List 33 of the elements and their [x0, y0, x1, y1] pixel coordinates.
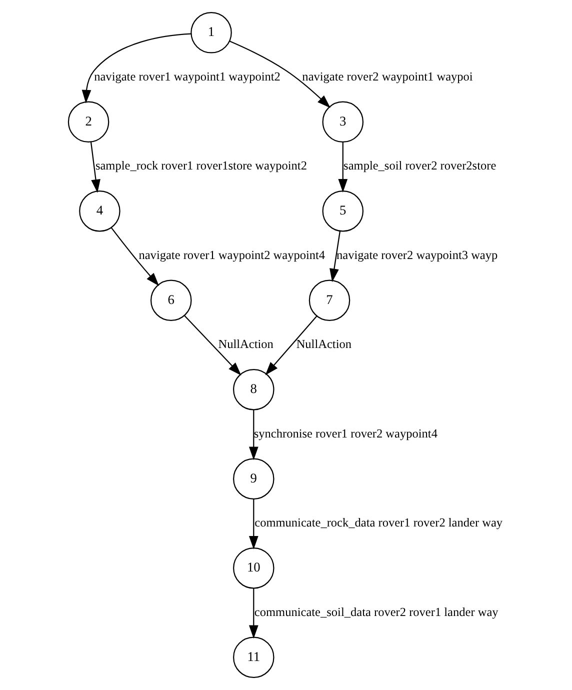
node-circle: 3: [322, 101, 364, 143]
node-circle: 9: [233, 458, 274, 500]
edge-label: communicate_rock_data rover1 rover2 lander way: [254, 516, 503, 530]
edge-label: sample_rock rover1 rover1store waypoint2: [95, 158, 307, 173]
node-circle: 11: [233, 636, 274, 678]
node-circle: 7: [308, 280, 350, 322]
edge-label: NullAction: [218, 337, 274, 352]
node-circle: 8: [233, 368, 274, 410]
arrow: [248, 499, 258, 550]
arrow: [90, 142, 100, 193]
edge-label: navigate rover1 waypoint1 waypoint2: [94, 69, 280, 84]
node-circle: 5: [322, 190, 364, 232]
edge-label: synchronise rover1 rover2 waypoint4: [254, 426, 438, 440]
edge-label: navigate rover2 waypoint1 waypoi: [302, 69, 473, 84]
arrow: [229, 40, 330, 108]
node-circle: 2: [68, 101, 110, 143]
node-circle: 10: [233, 547, 274, 589]
node-circle: 4: [79, 190, 120, 232]
arrow: [82, 33, 192, 104]
arrow: [265, 316, 318, 376]
edge-label: NullAction: [296, 337, 352, 352]
node-circle: 6: [150, 280, 192, 322]
arrow: [330, 231, 341, 282]
arrow: [338, 142, 348, 192]
edge-label: sample_soil rover2 rover2store: [344, 158, 496, 173]
arrow: [110, 227, 160, 286]
arrow: [184, 315, 242, 376]
edge-label: navigate rover2 waypoint3 wayp: [336, 248, 498, 262]
arrow: [248, 588, 258, 639]
edge-label: navigate rover1 waypoint2 waypoint4: [138, 248, 326, 262]
arrow: [248, 410, 258, 460]
node-circle: 1: [190, 12, 232, 54]
edge-label: communicate_soil_data rover2 rover1 lander way: [254, 604, 498, 619]
